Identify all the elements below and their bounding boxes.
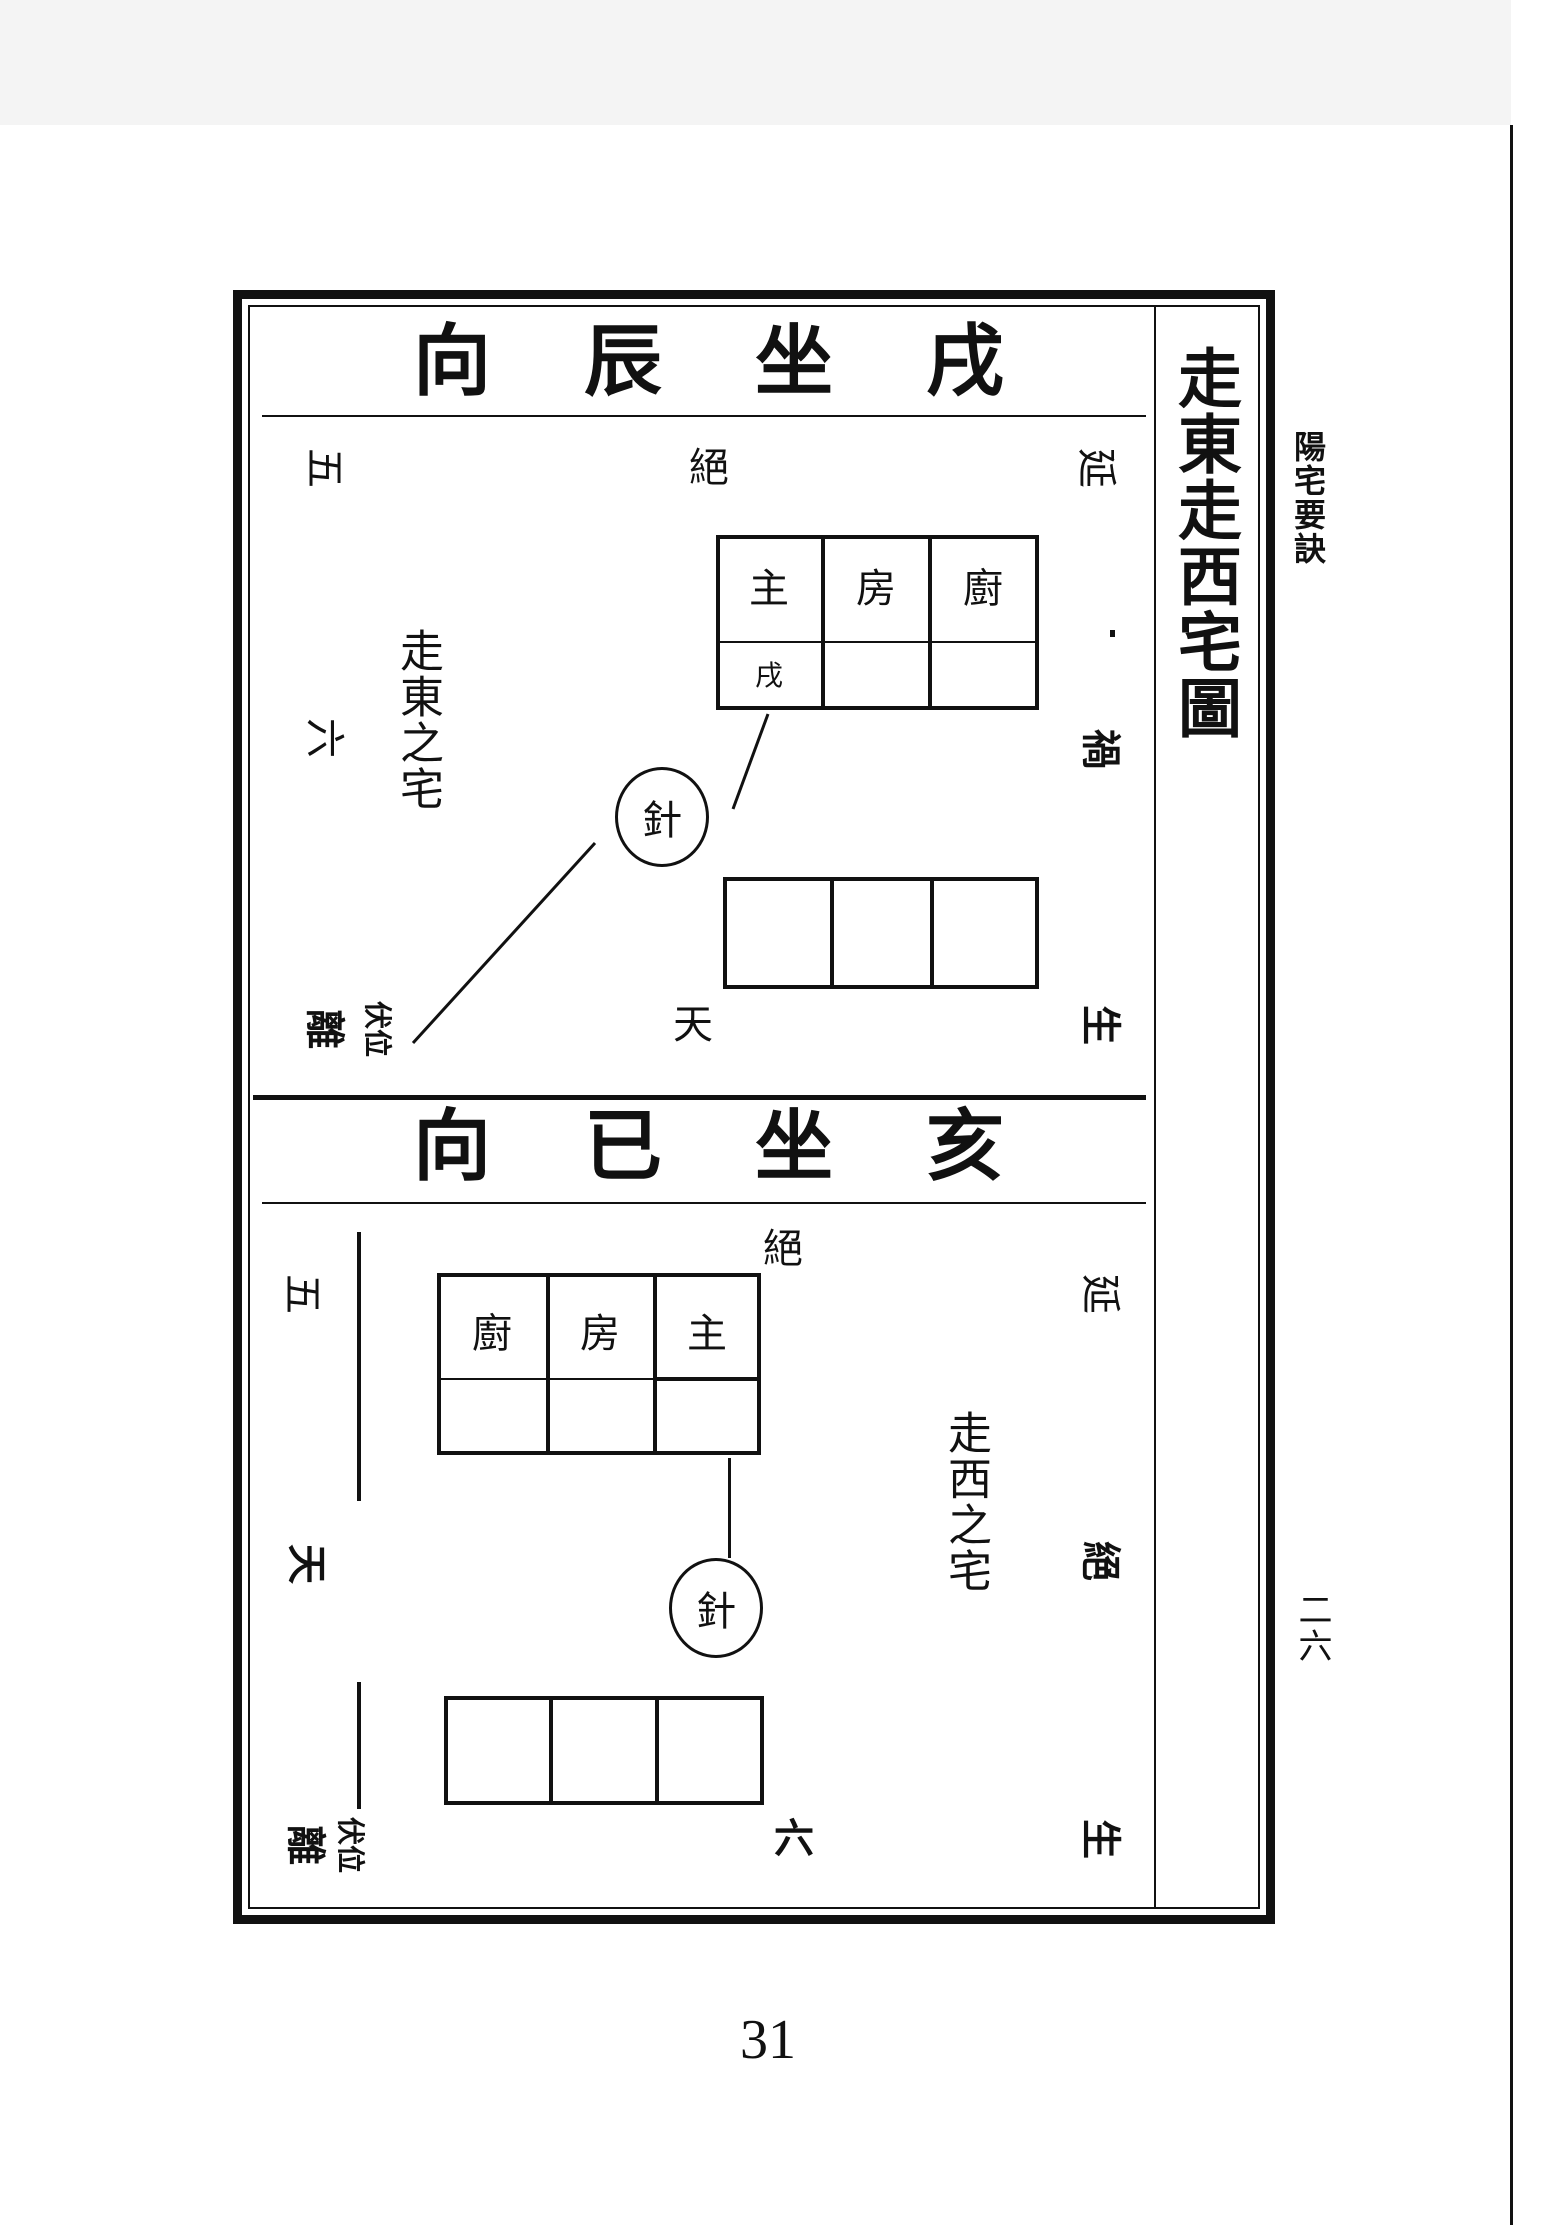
label-tian: 天: [673, 1002, 713, 1048]
cell-divider: [546, 1273, 550, 1455]
title-column-divider: [1154, 305, 1156, 1909]
room-sub-label: 戌: [754, 659, 784, 692]
cell-divider: [720, 641, 1035, 643]
outer-frame: [233, 290, 1275, 1924]
room-kitchen: 廚: [963, 566, 1003, 612]
house-top-block: [437, 1273, 761, 1455]
figure-title: 走東走西宅圖: [1167, 345, 1242, 741]
bottom-header-char: 已: [583, 1101, 663, 1192]
label-yan: 延: [1077, 1274, 1123, 1314]
house-label: 走西之宅: [940, 1410, 991, 1594]
room-kitchen: 廚: [472, 1311, 512, 1357]
compass-needle: 針: [615, 767, 709, 867]
page-right-edge-line: [1510, 125, 1513, 2225]
house-bottom-block: [723, 877, 1039, 989]
label-tian: 天: [283, 1544, 330, 1584]
house-top-block: [716, 535, 1039, 710]
top-header-line: [262, 415, 1146, 417]
bottom-header-char: 坐: [754, 1101, 834, 1192]
compass-needle: 針: [669, 1558, 763, 1658]
top-header-char: 辰: [583, 316, 663, 407]
page-top-edge: [0, 0, 1511, 125]
cell-divider: [549, 1696, 553, 1805]
folio: 二六: [1292, 1592, 1332, 1664]
left-rule: [357, 1232, 361, 1501]
room-bedroom: 房: [580, 1311, 620, 1357]
needle-line: [728, 1458, 731, 1558]
label-li: 離: [282, 1825, 329, 1865]
cell-divider: [655, 1696, 659, 1805]
house-bottom-block: [444, 1696, 764, 1805]
label-fuwei: 伏位: [334, 1816, 367, 1874]
inner-frame: [248, 305, 1260, 1909]
top-header-char: 向: [412, 316, 492, 407]
bottom-header-char: 亥: [925, 1101, 1005, 1192]
cell-divider: [830, 877, 834, 989]
cell-divider: [657, 1377, 757, 1381]
cell-divider: [928, 535, 932, 710]
dot-mark: [1110, 630, 1115, 637]
cell-divider: [821, 535, 825, 710]
section-divider: [253, 1095, 1146, 1100]
room-bedroom: 房: [856, 566, 896, 612]
top-header-char: 戌: [925, 316, 1005, 407]
label-jue: 絕: [763, 1226, 803, 1272]
label-wu: 五: [279, 1274, 325, 1314]
label-liu: 六: [774, 1815, 814, 1862]
bottom-header-char: 向: [412, 1101, 492, 1192]
cell-divider: [930, 877, 934, 989]
cell-divider: [653, 1273, 657, 1455]
label-jue: 絕: [689, 445, 729, 491]
left-rule: [357, 1682, 361, 1809]
label-sheng: 生: [1077, 1819, 1124, 1859]
house-label: 走東之宅: [392, 628, 443, 812]
room-master: 主: [749, 566, 789, 612]
cell-divider: [441, 1378, 757, 1380]
top-header-char: 坐: [754, 316, 834, 407]
room-master: 主: [687, 1311, 727, 1357]
bottom-header-line: [262, 1202, 1146, 1204]
page-number: 31: [740, 2009, 796, 2071]
label-jue-2: 絕: [1077, 1541, 1124, 1581]
running-title: 陽宅要訣: [1289, 430, 1327, 566]
